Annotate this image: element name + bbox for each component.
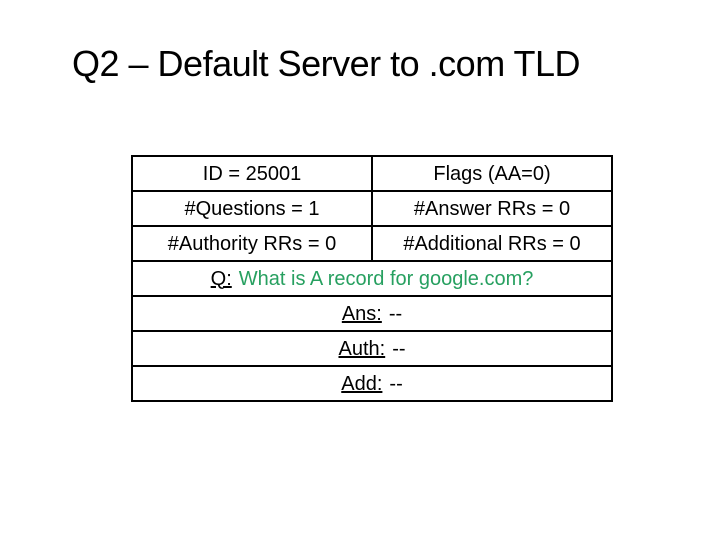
table-row-authority: Auth: -- <box>131 330 613 367</box>
table-row-additional: Add: -- <box>131 365 613 402</box>
cell-additional: Add: -- <box>131 365 613 402</box>
additional-text: -- <box>389 372 403 395</box>
table-row-id-flags: ID = 25001 Flags (AA=0) <box>131 155 613 192</box>
cell-num-additional-rrs: #Additional RRs = 0 <box>371 225 613 262</box>
cell-question: Q: What is A record for google.com? <box>131 260 613 297</box>
slide-title: Q2 – Default Server to .com TLD <box>72 43 581 84</box>
cell-answer: Ans: -- <box>131 295 613 332</box>
question-label: Q: <box>210 267 232 290</box>
table-row-question: Q: What is A record for google.com? <box>131 260 613 297</box>
answer-label: Ans: <box>341 302 382 325</box>
cell-num-answer-rrs: #Answer RRs = 0 <box>371 190 613 227</box>
cell-id: ID = 25001 <box>131 155 373 192</box>
cell-num-authority-rrs: #Authority RRs = 0 <box>131 225 373 262</box>
table-row-questions-answers: #Questions = 1 #Answer RRs = 0 <box>131 190 613 227</box>
authority-text: -- <box>392 337 406 360</box>
table-row-answer: Ans: -- <box>131 295 613 332</box>
authority-label: Auth: <box>338 337 386 360</box>
cell-num-questions: #Questions = 1 <box>131 190 373 227</box>
cell-flags: Flags (AA=0) <box>371 155 613 192</box>
answer-text: -- <box>388 302 403 325</box>
table-row-authority-additional: #Authority RRs = 0 #Additional RRs = 0 <box>131 225 613 262</box>
cell-authority: Auth: -- <box>131 330 613 367</box>
additional-label: Add: <box>341 372 383 395</box>
dns-message-table: ID = 25001 Flags (AA=0) #Questions = 1 #… <box>131 155 613 402</box>
question-text: What is A record for google.com? <box>238 267 534 290</box>
